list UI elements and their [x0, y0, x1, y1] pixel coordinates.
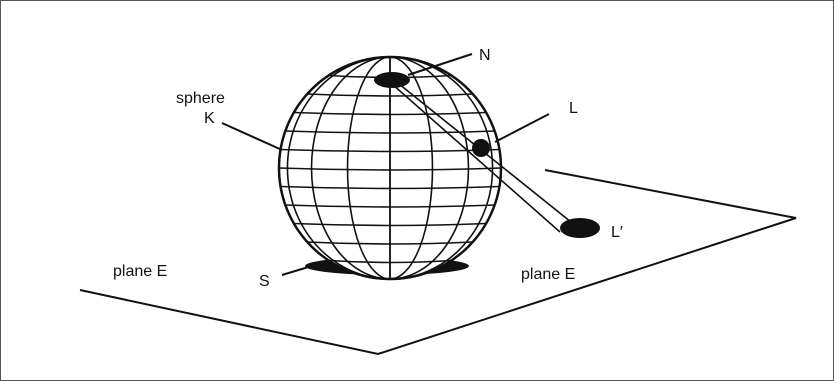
label-sphere-k: K [204, 110, 215, 127]
leader-n [407, 53, 473, 76]
point-l-marker [472, 139, 490, 157]
plane-e-outline [79, 169, 797, 356]
meridian-line [389, 56, 434, 280]
meridian-line [346, 56, 391, 280]
label-point-l: L [569, 100, 578, 117]
leader-sphere [221, 122, 283, 151]
parallel-line [278, 167, 502, 171]
parallel-line [293, 111, 487, 116]
sphere-k [277, 55, 503, 281]
leader-l [494, 113, 550, 143]
parallel-line [328, 259, 452, 264]
parallel-line [307, 93, 473, 97]
label-plane-left: plane E [113, 263, 167, 280]
label-south: S [259, 273, 270, 290]
projection-ray-lower [391, 83, 561, 233]
label-point-l-prime: L′ [611, 224, 623, 241]
meridian-line [310, 56, 391, 280]
parallel-line [293, 222, 487, 227]
point-l-prime-marker [560, 218, 600, 238]
label-plane-right: plane E [521, 266, 575, 283]
parallel-line [285, 130, 495, 134]
parallel-line [280, 185, 500, 190]
parallel-line [285, 204, 495, 208]
north-pole-cap [374, 72, 410, 88]
label-north: N [479, 47, 491, 64]
leader-s [281, 264, 316, 276]
label-sphere: sphere [176, 90, 225, 107]
parallel-line [307, 241, 473, 245]
